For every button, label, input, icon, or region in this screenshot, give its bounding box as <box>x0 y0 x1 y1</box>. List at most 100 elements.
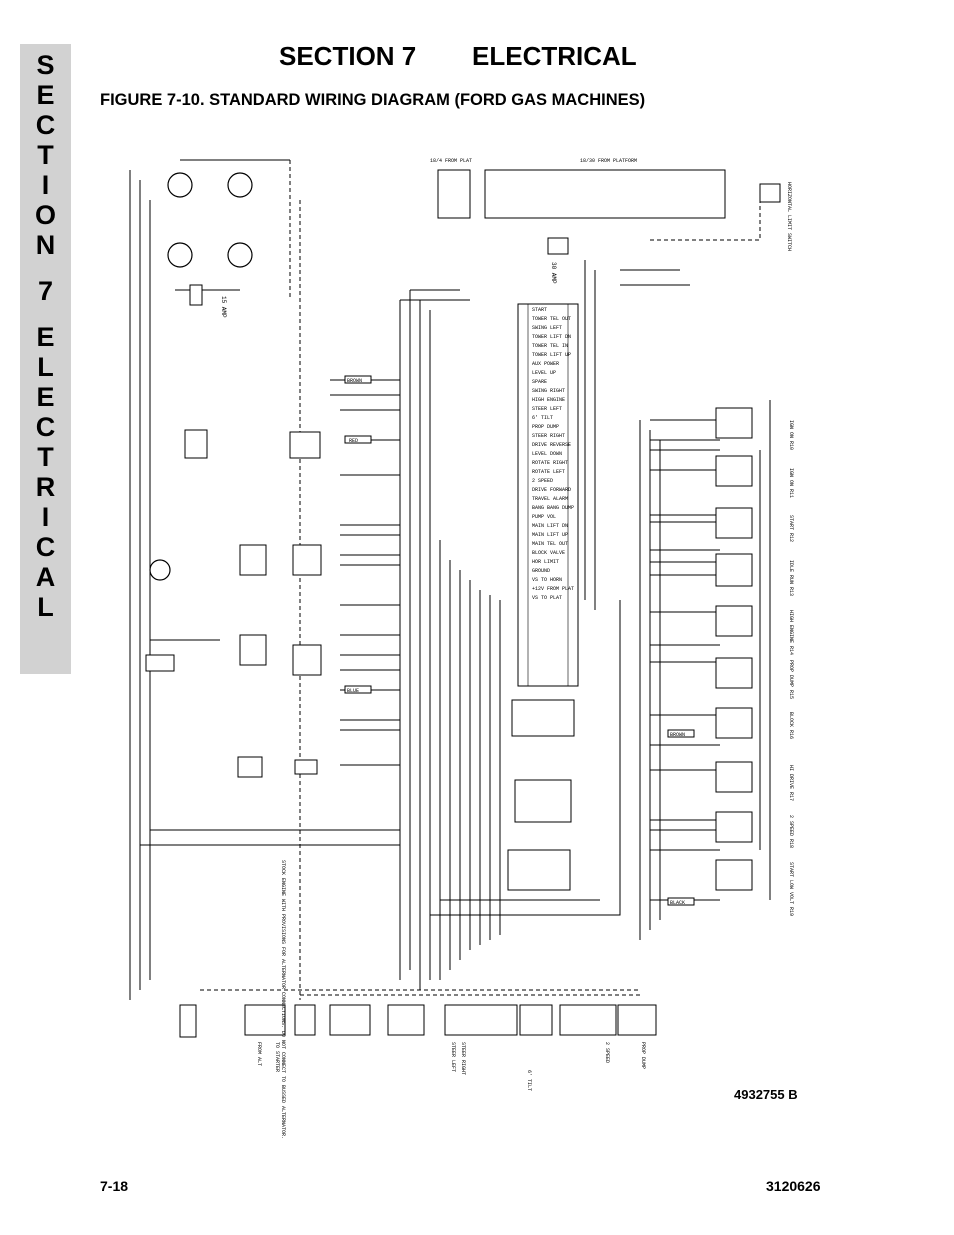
terminal-label: HOR LIMIT <box>532 559 559 565</box>
side-tab-letter: N <box>35 230 56 260</box>
terminal-label: MAIN LIFT UP <box>532 532 568 538</box>
top-connector-strip <box>437 169 726 219</box>
terminal-label: TOWER LIFT DN <box>532 334 571 340</box>
bottom-label: FROM ALT <box>256 1042 262 1066</box>
relay-label: HI DRIVE R17 <box>788 765 794 801</box>
left-trunk-wires <box>129 170 151 1000</box>
bottom-label: PROP DUMP <box>640 1042 646 1069</box>
bottom-label: 6' TILT <box>526 1070 532 1091</box>
relay-label: IGN ON R11 <box>788 468 794 498</box>
bottom-label: STEER LEFT <box>450 1042 456 1072</box>
side-tab-letter: C <box>35 532 56 562</box>
document-number: 3120626 <box>766 1178 821 1194</box>
terminal-label: PROP DUMP <box>532 424 559 430</box>
terminal-label: MAIN TEL OUT <box>532 541 568 547</box>
side-tab-letter: E <box>36 322 55 352</box>
wire-tags: BROWN RED BLUE BROWN BLACK <box>344 375 695 906</box>
figure-caption: FIGURE 7-10. STANDARD WIRING DIAGRAM (FO… <box>100 91 646 109</box>
relay-label: START LOW VOLT R19 <box>788 862 794 916</box>
wire-tag: RED <box>349 438 358 444</box>
amp-breaker <box>547 237 569 255</box>
terminal-label: TOWER TEL IN <box>532 343 568 349</box>
side-tab-letter: I <box>41 170 50 200</box>
engine-note: STOCK ENGINE WITH PROVISIONS FOR ALTERNA… <box>280 860 286 1139</box>
switch-block <box>239 544 267 576</box>
gauge-cluster <box>149 172 253 581</box>
side-tab-letter: C <box>35 412 56 442</box>
top-label-a: 18/4 FROM PLAT <box>430 158 472 164</box>
bottom-label: 2 SPEED <box>604 1042 610 1063</box>
side-tab-letter: E <box>36 80 55 110</box>
switch-block <box>292 544 322 576</box>
fuse-label: 15 AMP <box>220 296 227 318</box>
terminal-label: DRIVE FORWARD <box>532 487 571 493</box>
section-side-tab: S E C T I O N 7 E L E C T R I C A L <box>20 44 71 674</box>
relay-label: PROP DUMP R15 <box>788 660 794 699</box>
side-tab-letter: T <box>37 442 54 472</box>
terminal-label: LEVEL DOWN <box>532 451 562 457</box>
terminal-strip: START TOWER TEL OUT SWING LEFT TOWER LIF… <box>517 303 579 687</box>
top-label-b: 18/30 FROM PLATFORM <box>580 158 637 164</box>
bottom-connectors <box>179 1004 657 1038</box>
section-title: ELECTRICAL <box>472 41 637 71</box>
relay-label: BLOCK R16 <box>788 712 794 739</box>
side-tab-letter: E <box>36 382 55 412</box>
side-tab-letter: L <box>37 592 54 622</box>
side-tab-letter: A <box>35 562 56 592</box>
terminal-label: SWING LEFT <box>532 325 562 331</box>
bottom-labels: FROM ALT TO STARTER STEER LEFT STEER RIG… <box>256 1042 646 1091</box>
side-tab-letter: C <box>35 110 56 140</box>
relay-label: START R12 <box>788 515 794 542</box>
terminal-label: ROTATE RIGHT <box>532 460 568 466</box>
terminal-label: HIGH ENGINE <box>532 397 565 403</box>
terminal-label: DRIVE REVERSE <box>532 442 571 448</box>
terminal-label: BANG BANG DUMP <box>532 505 574 511</box>
side-tab-letter: 7 <box>37 276 54 306</box>
side-tab-letter: L <box>37 352 54 382</box>
side-tab-letter: S <box>36 50 55 80</box>
relay-label: IDLE RUN R13 <box>788 560 794 596</box>
horizontal-limit-connector <box>759 183 781 203</box>
relay-modules <box>507 699 575 891</box>
oil-pressure-gauge <box>227 172 253 198</box>
terminal-label: TOWER LIFT UP <box>532 352 571 358</box>
terminal-label: 6' TILT <box>532 415 553 421</box>
side-tab-letter: T <box>37 140 54 170</box>
terminal-label: VS TO HORN <box>532 577 562 583</box>
terminal-label: VS TO PLAT <box>532 595 562 601</box>
dashed-harness <box>289 160 301 1000</box>
switch-block <box>292 644 322 676</box>
right-connector-label: HORIZONTAL LIMIT SWITCH <box>786 182 792 251</box>
switch-block <box>237 756 263 778</box>
relay-label: 2 SPEED R18 <box>788 815 794 848</box>
switch-block <box>184 429 208 459</box>
terminal-label: 2 SPEED <box>532 478 553 484</box>
right-relays <box>715 407 753 891</box>
side-tab-letter: I <box>41 502 50 532</box>
terminal-label: SPARE <box>532 379 547 385</box>
terminal-label: AUX POWER <box>532 361 559 367</box>
drawing-number: 4932755 B <box>734 1087 798 1102</box>
wire-tag: BLACK <box>670 900 685 906</box>
bottom-label: TO STARTER <box>274 1042 280 1072</box>
terminal-label: MAIN LIFT DN <box>532 523 568 529</box>
side-tab-letter: R <box>35 472 56 502</box>
terminal-label: STEER LEFT <box>532 406 562 412</box>
section-heading: SECTION 7 <box>279 41 417 71</box>
terminal-label: STEER RIGHT <box>532 433 565 439</box>
fuse-symbol <box>189 284 203 306</box>
side-tab-letter: O <box>34 200 56 230</box>
terminal-label: GROUND <box>532 568 550 574</box>
terminal-label: ROTATE LEFT <box>532 469 565 475</box>
terminal-label: START <box>532 307 547 313</box>
switch-block <box>239 634 267 666</box>
terminal-label: LEVEL UP <box>532 370 556 376</box>
switch-block <box>294 759 318 775</box>
terminal-label: +12V FROM PLAT <box>532 586 574 592</box>
bottom-label: STEER RIGHT <box>460 1042 466 1075</box>
wire-tag: BLUE <box>347 688 359 694</box>
relay-labels: IGN ON R10 IGN ON R11 START R12 IDLE RUN… <box>788 420 794 916</box>
switch-blocks <box>145 429 322 778</box>
hourmeter-gauge <box>167 172 193 198</box>
